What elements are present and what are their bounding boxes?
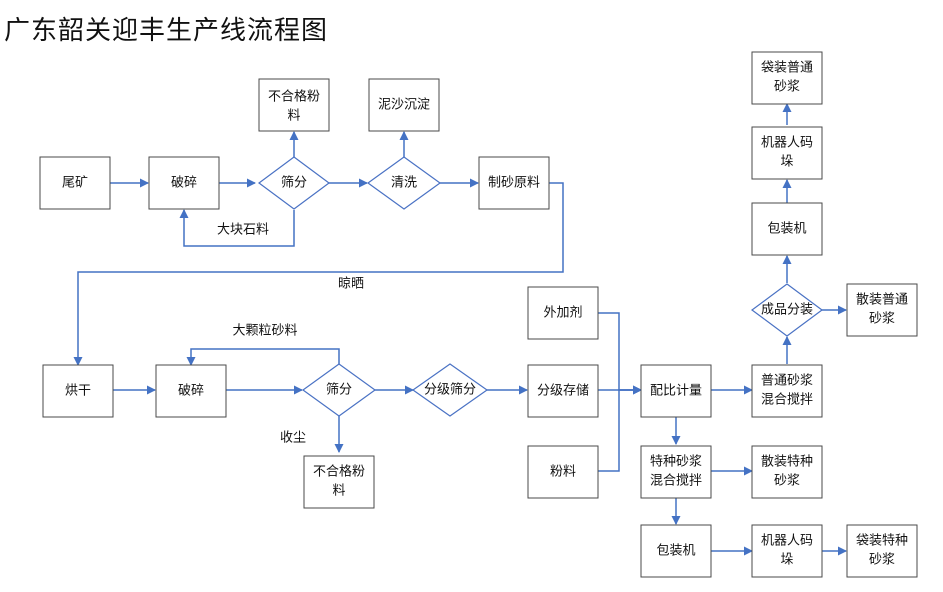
node-normal-mix-line2: 混合搅拌 (761, 392, 813, 408)
node-robot-special[interactable]: 机器人码 垛 (751, 524, 823, 578)
node-tailings[interactable]: 尾矿 (39, 156, 111, 210)
node-sediment[interactable]: 泥沙沉淀 (368, 78, 440, 132)
node-powder-label: 粉料 (550, 465, 576, 480)
page-title: 广东韶关迎丰生产线流程图 (4, 16, 329, 46)
node-robot-normal-line2: 垛 (780, 155, 793, 170)
node-raw-material-label: 制砂原料 (488, 176, 540, 191)
node-bag-special-line2: 砂浆 (869, 553, 895, 568)
node-sediment-label: 泥沙沉淀 (378, 98, 430, 113)
node-reject-powder-2-line1: 不合格粉 (313, 464, 365, 480)
node-bulk-normal-line2: 砂浆 (869, 312, 895, 327)
node-bag-special[interactable]: 袋装特种 砂浆 (846, 524, 918, 578)
node-tailings-label: 尾矿 (62, 176, 88, 191)
node-screen-2[interactable]: 筛分 (301, 363, 377, 417)
node-robot-special-line1: 机器人码 (761, 534, 813, 549)
node-bulk-normal-line1: 散装普通 (856, 293, 908, 308)
node-screen-1[interactable]: 筛分 (257, 156, 331, 210)
node-special-mix-line1: 特种砂浆 (650, 455, 702, 470)
node-graded-storage-label: 分级存储 (537, 384, 589, 399)
node-additive-label: 外加剂 (543, 306, 582, 321)
node-packer-normal-label: 包装机 (767, 222, 806, 237)
node-packer-normal[interactable]: 包装机 (751, 202, 823, 256)
node-packer-special-label: 包装机 (656, 544, 695, 559)
label-big-grain: 大颗粒砂料 (232, 324, 297, 339)
node-dosing-label: 配比计量 (650, 384, 702, 399)
node-normal-mix-line1: 普通砂浆 (761, 374, 813, 389)
node-bulk-normal[interactable]: 散装普通 砂浆 (846, 283, 918, 337)
node-special-mix[interactable]: 特种砂浆 混合搅拌 (640, 445, 712, 499)
node-crush-1[interactable]: 破碎 (148, 156, 220, 210)
edge-screen2-return (186, 348, 340, 366)
node-robot-special-line2: 垛 (780, 553, 793, 568)
node-graded-screen[interactable]: 分级筛分 (411, 363, 489, 417)
node-crush-2-label: 破碎 (178, 384, 204, 399)
node-reject-powder-2[interactable]: 不合格粉 料 (303, 455, 375, 509)
edge-screen-return-to-crush (179, 209, 295, 247)
node-wash[interactable]: 清洗 (366, 156, 442, 210)
node-graded-storage[interactable]: 分级存储 (527, 364, 599, 418)
node-reject-powder-1-line1: 不合格粉 (268, 89, 320, 105)
node-reject-powder-2-line2: 料 (332, 484, 345, 499)
node-packer-special[interactable]: 包装机 (640, 524, 712, 578)
node-screen-1-label: 筛分 (281, 176, 307, 191)
label-big-stone: 大块石料 (217, 223, 269, 238)
node-bulk-special[interactable]: 散装特种 砂浆 (751, 445, 823, 499)
node-bag-normal-line2: 砂浆 (774, 80, 800, 95)
label-dust: 收尘 (280, 431, 306, 446)
node-robot-normal-line1: 机器人码 (761, 136, 813, 151)
node-bag-special-line1: 袋装特种 (856, 534, 908, 549)
node-reject-powder-1-line2: 料 (287, 109, 300, 124)
node-special-mix-line2: 混合搅拌 (650, 473, 702, 489)
node-crush-1-label: 破碎 (171, 176, 197, 191)
node-bulk-special-line2: 砂浆 (774, 474, 800, 489)
node-bulk-special-line1: 散装特种 (761, 455, 813, 470)
node-robot-normal[interactable]: 机器人码 垛 (751, 126, 823, 180)
node-additive[interactable]: 外加剂 (527, 286, 599, 340)
node-crush-2[interactable]: 破碎 (155, 364, 227, 418)
node-wash-label: 清洗 (391, 176, 417, 191)
edge-additive-to-dosing (598, 312, 642, 395)
node-normal-mix[interactable]: 普通砂浆 混合搅拌 (751, 364, 823, 418)
node-reject-powder-1[interactable]: 不合格粉 料 (258, 78, 330, 132)
node-product-split[interactable]: 成品分装 (750, 283, 824, 337)
node-bag-normal-line1: 袋装普通 (761, 61, 813, 76)
node-bag-normal[interactable]: 袋装普通 砂浆 (751, 51, 823, 105)
node-raw-material[interactable]: 制砂原料 (478, 156, 550, 210)
edge-powder-to-dosing (598, 385, 642, 472)
node-dryer-label: 烘干 (65, 384, 91, 399)
label-airing: 晾晒 (338, 276, 364, 292)
edge-raw-to-dryer (73, 182, 564, 366)
node-product-split-label: 成品分装 (761, 303, 813, 318)
node-dosing[interactable]: 配比计量 (640, 364, 712, 418)
node-powder[interactable]: 粉料 (527, 445, 599, 499)
node-graded-screen-label: 分级筛分 (424, 383, 476, 398)
node-screen-2-label: 筛分 (326, 383, 352, 398)
edges (73, 103, 847, 556)
node-dryer[interactable]: 烘干 (42, 364, 114, 418)
